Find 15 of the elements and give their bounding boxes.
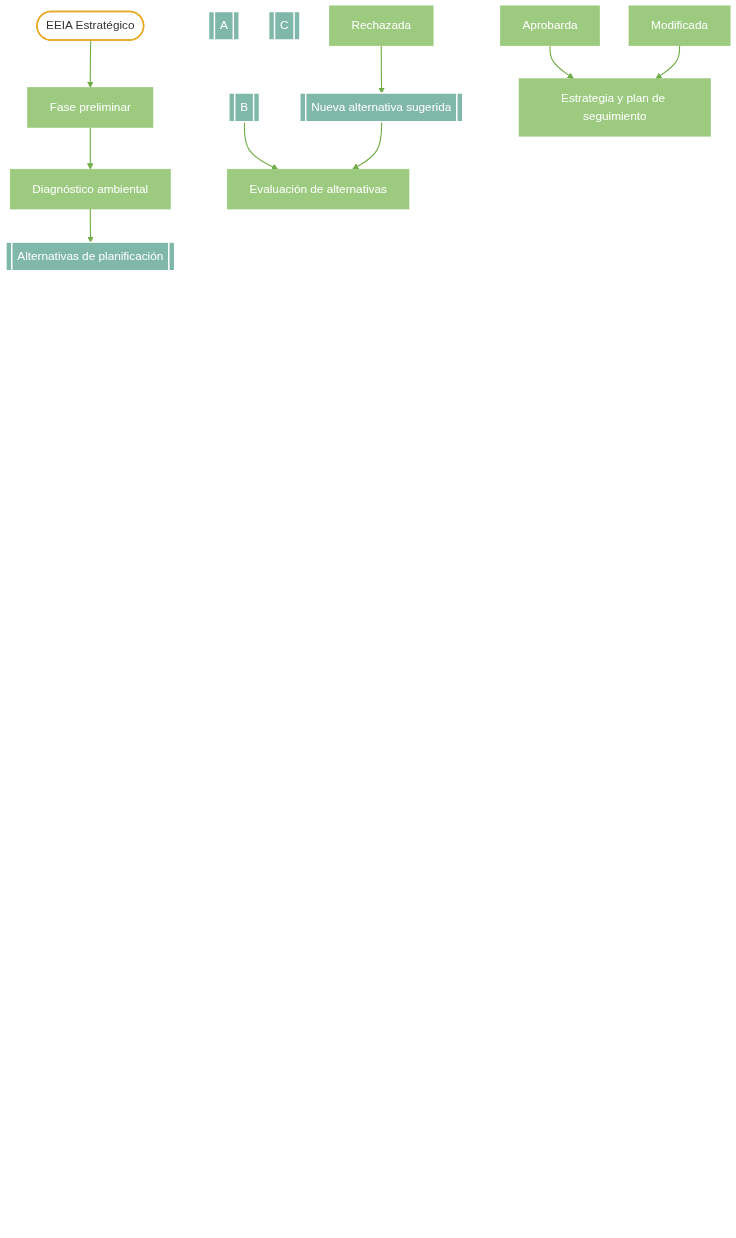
arrow (352, 121, 383, 170)
node-box: Fase preliminar (27, 87, 154, 128)
arrow (378, 45, 385, 94)
arrow (87, 208, 94, 243)
node-box: Aprobarda (500, 5, 600, 46)
arrow (655, 45, 681, 80)
node-box: Evaluación de alternativas (226, 168, 410, 210)
arrow (87, 39, 94, 88)
arrow (87, 126, 94, 170)
node-box: Modificada (628, 5, 731, 46)
node-box: Diagnóstico ambiental (9, 168, 171, 210)
node-box: Rechazada (329, 5, 434, 46)
arrow (549, 45, 574, 80)
node-box: Estrategia y plan de seguimiento (518, 78, 711, 137)
arrow (243, 121, 279, 170)
